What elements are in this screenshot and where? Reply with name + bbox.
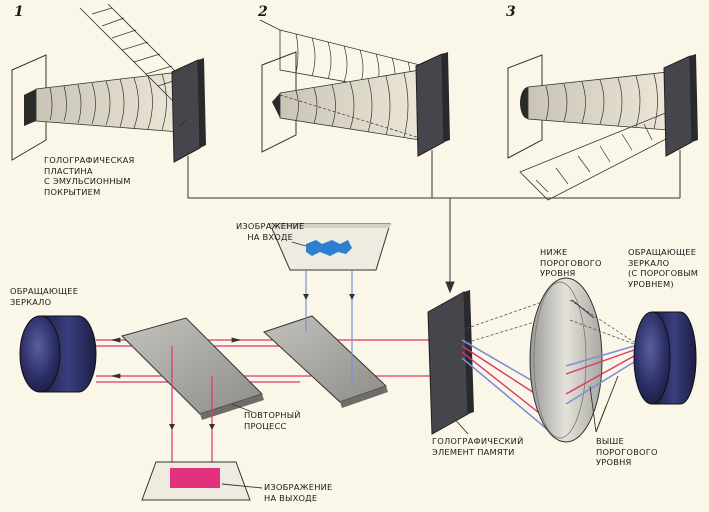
label-below-threshold: НИЖЕ ПОРОГОВОГО УРОВНЯ: [540, 247, 602, 278]
phase-conjugate-mirror-right: [633, 311, 697, 405]
holographic-memory-element: [427, 290, 474, 435]
label-holographic-memory: ГОЛОГРАФИЧЕСКИЙ ЭЛЕМЕНТ ПАМЯТИ: [432, 436, 524, 457]
beam-splitter-2: [263, 315, 388, 408]
label-phase-mirror-right: ОБРАЩАЮЩЕЕ ЗЕРКАЛО (С ПОРОГОВЫМ УРОВНЕМ): [628, 247, 699, 289]
label-phase-mirror-left: ОБРАЩАЮЩЕЕ ЗЕРКАЛО: [10, 286, 79, 307]
panel-number-3: 3: [506, 4, 516, 20]
connector-lines: [187, 150, 681, 294]
panel-1: [11, 3, 206, 163]
label-above-threshold: ВЫШЕ ПОРОГОВОГО УРОВНЯ: [596, 436, 658, 467]
phase-conjugate-mirror-left: [19, 315, 97, 393]
pointer-lines: [179, 119, 619, 489]
panel-3: [507, 54, 698, 201]
output-image-card: [141, 461, 251, 501]
input-image-card: [269, 223, 391, 271]
panel-number-2: 2: [258, 4, 268, 20]
label-repeat-process: ПОВТОРНЫЙ ПРОЦЕСС: [244, 410, 301, 431]
panel-number-1: 1: [14, 4, 24, 20]
panel-2: [259, 19, 450, 157]
label-output-image: ИЗОБРАЖЕНИЕ НА ВЫХОДЕ: [264, 482, 333, 503]
beam-splitter-1: [121, 317, 264, 420]
label-holographic-plate: ГОЛОГРАФИЧЕСКАЯ ПЛАСТИНА С ЭМУЛЬСИОННЫМ …: [44, 155, 135, 197]
lens: [529, 277, 603, 443]
label-input-image: ИЗОБРАЖЕНИЕ НА ВХОДЕ: [236, 221, 305, 242]
